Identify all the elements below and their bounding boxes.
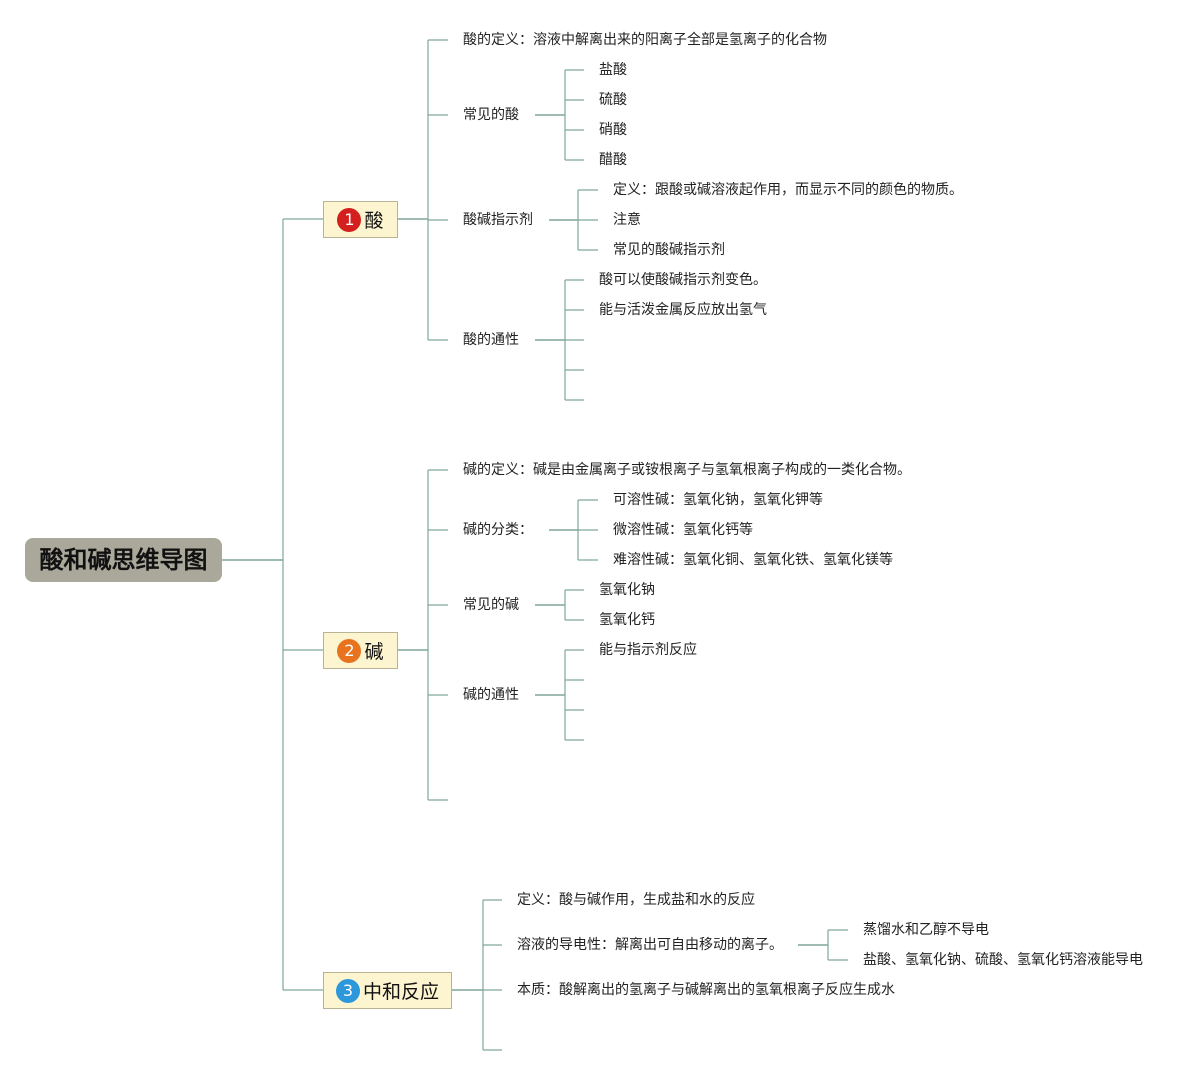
acid-property-item[interactable]: 酸可以使酸碱指示剂变色。: [599, 272, 767, 288]
base-classification[interactable]: 碱的分类：: [463, 522, 533, 538]
neutral-conductivity[interactable]: 溶液的导电性：解离出可自由移动的离子。: [517, 937, 783, 953]
acid-common-item[interactable]: 醋酸: [599, 152, 627, 168]
base-common[interactable]: 常见的碱: [463, 597, 519, 613]
indicator-item[interactable]: 常见的酸碱指示剂: [613, 242, 725, 258]
base-properties[interactable]: 碱的通性: [463, 687, 519, 703]
topic-base-label: 碱: [364, 641, 384, 663]
acid-common-item[interactable]: 硫酸: [599, 92, 627, 108]
neutral-essence[interactable]: 本质：酸解离出的氢离子与碱解离出的氢氧根离子反应生成水: [517, 982, 895, 998]
base-definition[interactable]: 碱的定义：碱是由金属离子或铵根离子与氢氧根离子构成的一类化合物。: [463, 462, 911, 478]
classification-item[interactable]: 难溶性碱：氢氧化铜、氢氧化铁、氢氧化镁等: [613, 552, 893, 568]
acid-property-item[interactable]: 能与活泼金属反应放出氢气: [599, 302, 767, 318]
root-topic[interactable]: 酸和碱思维导图: [25, 538, 222, 582]
number-1-icon: 1: [337, 207, 362, 232]
acid-common[interactable]: 常见的酸: [463, 107, 519, 123]
acid-indicator[interactable]: 酸碱指示剂: [463, 212, 533, 228]
topic-acid-label: 酸: [364, 210, 384, 232]
topic-base[interactable]: 2 碱: [323, 632, 398, 669]
acid-common-item[interactable]: 硝酸: [599, 122, 627, 138]
classification-item[interactable]: 可溶性碱：氢氧化钠，氢氧化钾等: [613, 492, 823, 508]
number-3-icon: 3: [335, 978, 360, 1003]
acid-common-item[interactable]: 盐酸: [599, 62, 627, 78]
classification-item[interactable]: 微溶性碱：氢氧化钙等: [613, 522, 753, 538]
base-property-item[interactable]: 能与指示剂反应: [599, 642, 697, 658]
conductivity-item[interactable]: 盐酸、氢氧化钠、硫酸、氢氧化钙溶液能导电: [863, 952, 1143, 968]
neutral-definition[interactable]: 定义：酸与碱作用，生成盐和水的反应: [517, 892, 755, 908]
conductivity-item[interactable]: 蒸馏水和乙醇不导电: [863, 922, 989, 938]
indicator-item[interactable]: 注意: [613, 212, 641, 228]
topic-neutralization-label: 中和反应: [362, 981, 439, 1003]
indicator-item[interactable]: 定义：跟酸或碱溶液起作用，而显示不同的颜色的物质。: [613, 182, 963, 198]
base-common-item[interactable]: 氢氧化钙: [599, 612, 655, 628]
base-common-item[interactable]: 氢氧化钠: [599, 582, 655, 598]
topic-neutralization[interactable]: 3 中和反应: [323, 972, 452, 1009]
acid-definition[interactable]: 酸的定义：溶液中解离出来的阳离子全部是氢离子的化合物: [463, 32, 827, 48]
topic-acid[interactable]: 1 酸: [323, 201, 398, 238]
acid-properties[interactable]: 酸的通性: [463, 332, 519, 348]
number-2-icon: 2: [337, 638, 362, 663]
